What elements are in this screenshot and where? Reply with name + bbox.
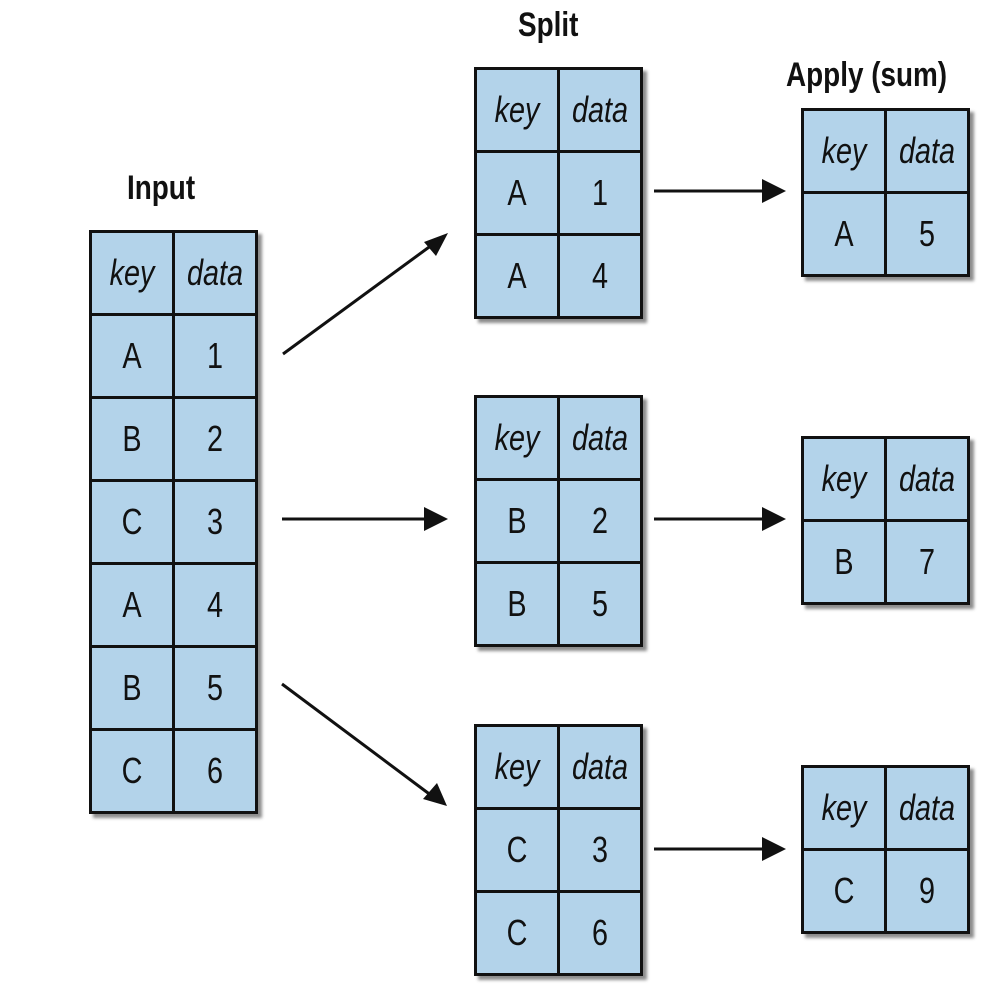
arrow-input-to-split-b-head bbox=[424, 507, 448, 531]
data-cell: 4 bbox=[557, 233, 643, 319]
input-table: key data A 1 B 2 C 3 A 4 B 5 C 6 bbox=[89, 230, 258, 814]
table-row: C 9 bbox=[801, 848, 970, 934]
data-column-header: data bbox=[172, 230, 258, 316]
split-table-header-row: key data bbox=[474, 724, 643, 810]
key-cell: A bbox=[89, 313, 175, 399]
data-cell: 3 bbox=[557, 807, 643, 893]
split-heading: Split bbox=[518, 6, 579, 44]
data-cell: 5 bbox=[557, 561, 643, 647]
key-column-header: key bbox=[801, 765, 887, 851]
key-cell: B bbox=[89, 396, 175, 482]
data-cell: 5 bbox=[884, 191, 970, 277]
data-cell: 3 bbox=[172, 479, 258, 565]
data-column-header: data bbox=[557, 67, 643, 153]
table-row: C 6 bbox=[89, 728, 258, 814]
apply-table-b: key data B 7 bbox=[801, 436, 970, 605]
arrow-split-to-apply-c-head bbox=[762, 837, 786, 861]
data-cell: 9 bbox=[884, 848, 970, 934]
key-column-header: key bbox=[474, 67, 560, 153]
table-row: B 5 bbox=[474, 561, 643, 647]
data-cell: 2 bbox=[172, 396, 258, 482]
data-cell: 1 bbox=[557, 150, 643, 236]
data-cell: 6 bbox=[172, 728, 258, 814]
arrow-input-to-split-c bbox=[281, 682, 433, 798]
key-cell: C bbox=[89, 728, 175, 814]
key-column-header: key bbox=[474, 395, 560, 481]
apply-table-header-row: key data bbox=[801, 436, 970, 522]
key-cell: C bbox=[474, 890, 560, 976]
table-row: A 4 bbox=[89, 562, 258, 648]
key-column-header: key bbox=[801, 436, 887, 522]
key-cell: A bbox=[801, 191, 887, 277]
key-cell: A bbox=[474, 233, 560, 319]
split-table-b: key data B 2 B 5 bbox=[474, 395, 643, 647]
input-table-header-row: key data bbox=[89, 230, 258, 316]
split-table-header-row: key data bbox=[474, 395, 643, 481]
split-table-header-row: key data bbox=[474, 67, 643, 153]
table-row: A 1 bbox=[474, 150, 643, 236]
data-cell: 5 bbox=[172, 645, 258, 731]
apply-table-header-row: key data bbox=[801, 108, 970, 194]
arrow-input-to-split-c-head bbox=[423, 783, 447, 806]
table-row: A 4 bbox=[474, 233, 643, 319]
apply-heading: Apply (sum) bbox=[786, 56, 948, 94]
key-cell: A bbox=[89, 562, 175, 648]
data-column-header: data bbox=[884, 765, 970, 851]
key-cell: B bbox=[89, 645, 175, 731]
arrow-split-to-apply-a-head bbox=[762, 179, 786, 203]
arrow-input-to-split-a-head bbox=[424, 233, 448, 256]
key-column-header: key bbox=[89, 230, 175, 316]
table-row: C 3 bbox=[89, 479, 258, 565]
table-row: B 7 bbox=[801, 519, 970, 605]
table-row: B 2 bbox=[89, 396, 258, 482]
arrow-input-to-split-a bbox=[282, 240, 437, 356]
key-cell: C bbox=[89, 479, 175, 565]
key-column-header: key bbox=[801, 108, 887, 194]
key-cell: B bbox=[474, 561, 560, 647]
key-cell: B bbox=[474, 478, 560, 564]
arrow-split-to-apply-b-head bbox=[762, 507, 786, 531]
split-table-a: key data A 1 A 4 bbox=[474, 67, 643, 319]
key-cell: A bbox=[474, 150, 560, 236]
table-row: C 6 bbox=[474, 890, 643, 976]
data-cell: 1 bbox=[172, 313, 258, 399]
data-column-header: data bbox=[557, 724, 643, 810]
apply-table-header-row: key data bbox=[801, 765, 970, 851]
table-row: B 5 bbox=[89, 645, 258, 731]
input-heading: Input bbox=[127, 169, 196, 207]
data-cell: 2 bbox=[557, 478, 643, 564]
data-cell: 4 bbox=[172, 562, 258, 648]
apply-table-c: key data C 9 bbox=[801, 765, 970, 934]
key-cell: C bbox=[474, 807, 560, 893]
data-cell: 6 bbox=[557, 890, 643, 976]
table-row: A 5 bbox=[801, 191, 970, 277]
apply-table-a: key data A 5 bbox=[801, 108, 970, 277]
table-row: C 3 bbox=[474, 807, 643, 893]
key-column-header: key bbox=[474, 724, 560, 810]
data-column-header: data bbox=[557, 395, 643, 481]
split-table-c: key data C 3 C 6 bbox=[474, 724, 643, 976]
table-row: A 1 bbox=[89, 313, 258, 399]
key-cell: C bbox=[801, 848, 887, 934]
key-cell: B bbox=[801, 519, 887, 605]
table-row: B 2 bbox=[474, 478, 643, 564]
data-cell: 7 bbox=[884, 519, 970, 605]
data-column-header: data bbox=[884, 436, 970, 522]
data-column-header: data bbox=[884, 108, 970, 194]
